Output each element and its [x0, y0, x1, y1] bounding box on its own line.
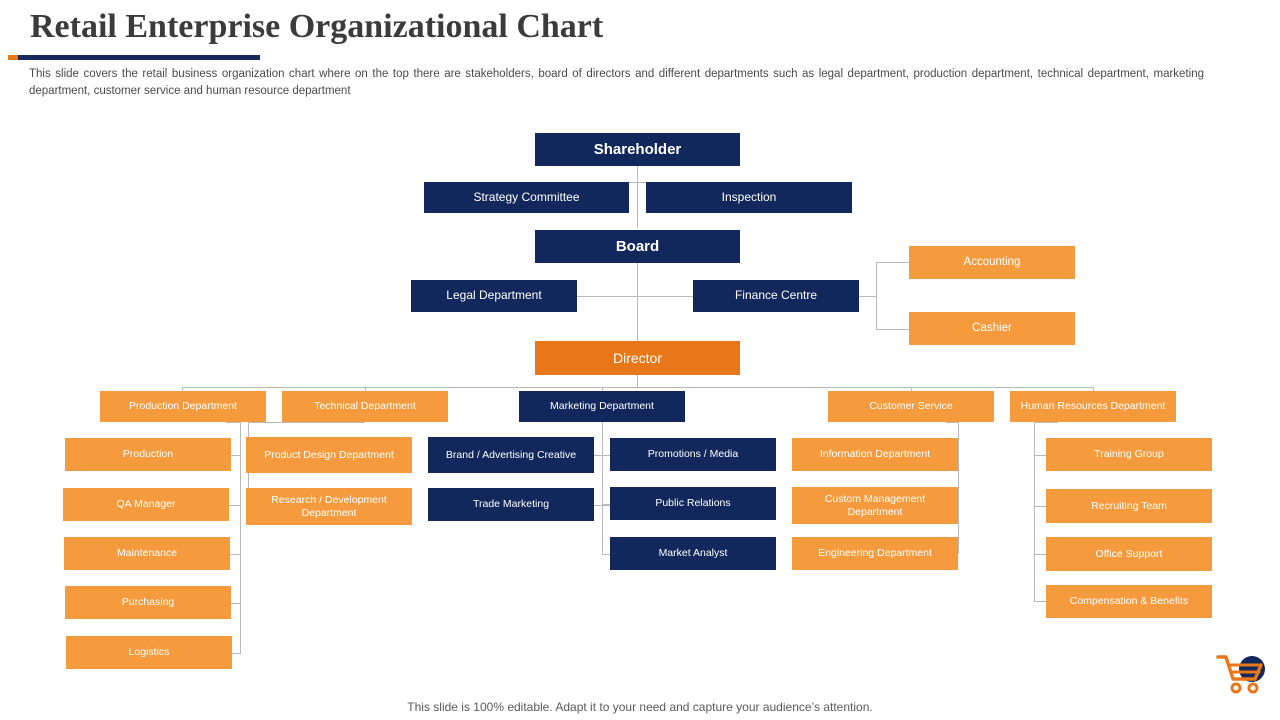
node-trade-marketing[interactable]: Trade Marketing [428, 488, 594, 521]
connector [1093, 387, 1094, 392]
connector [602, 504, 612, 505]
node-director[interactable]: Director [535, 341, 740, 375]
node-market-analyst[interactable]: Market Analyst [610, 537, 776, 570]
connector [858, 296, 876, 297]
shopping-cart-icon [1216, 655, 1265, 694]
connector [494, 296, 777, 297]
node-product-design-department[interactable]: Product Design Department [246, 437, 412, 473]
connector [946, 422, 958, 423]
node-customer-service[interactable]: Customer Service [828, 391, 994, 422]
node-production[interactable]: Production [65, 438, 231, 471]
node-legal-department[interactable]: Legal Department [411, 280, 577, 312]
node-compensation-benefits[interactable]: Compensation & Benefits [1046, 585, 1212, 618]
connector [602, 455, 612, 456]
connector [1034, 422, 1035, 601]
connector [876, 329, 910, 330]
page-title: Retail Enterprise Organizational Chart [30, 8, 604, 45]
node-qa-manager[interactable]: QA Manager [63, 488, 229, 521]
connector [240, 422, 241, 654]
node-research-development-department[interactable]: Research / Development Department [246, 488, 412, 525]
connector [228, 603, 240, 604]
connector [1034, 422, 1058, 423]
connector [182, 387, 183, 392]
connector [1034, 455, 1046, 456]
connector [637, 182, 638, 228]
node-custom-management-department[interactable]: Custom Management Department [792, 487, 958, 524]
connector [637, 375, 638, 387]
node-office-support[interactable]: Office Support [1046, 537, 1212, 571]
connector [228, 554, 240, 555]
connector [637, 263, 638, 341]
connector [1034, 601, 1046, 602]
title-underline [8, 55, 260, 60]
node-purchasing[interactable]: Purchasing [65, 586, 231, 619]
connector [602, 422, 603, 554]
node-brand-advertising-creative[interactable]: Brand / Advertising Creative [428, 437, 594, 473]
connector [182, 387, 1093, 388]
node-board[interactable]: Board [535, 230, 740, 263]
node-engineering-department[interactable]: Engineering Department [792, 537, 958, 570]
node-inspection[interactable]: Inspection [646, 182, 852, 213]
node-information-department[interactable]: Information Department [792, 438, 958, 471]
connector [228, 653, 240, 654]
node-maintenance[interactable]: Maintenance [64, 537, 230, 570]
page-subtitle: This slide covers the retail business or… [29, 68, 1204, 97]
node-public-relations[interactable]: Public Relations [610, 487, 776, 520]
node-accounting[interactable]: Accounting [909, 246, 1075, 279]
node-cashier[interactable]: Cashier [909, 312, 1075, 345]
node-production-department[interactable]: Production Department [100, 391, 266, 422]
connector [228, 455, 240, 456]
connector [602, 387, 603, 392]
connector [226, 422, 240, 423]
node-training-group[interactable]: Training Group [1046, 438, 1212, 471]
node-shareholder[interactable]: Shareholder [535, 133, 740, 166]
connector [228, 505, 240, 506]
connector [248, 422, 365, 423]
title-underline-accent [8, 55, 18, 60]
connector [958, 422, 959, 554]
node-finance-centre[interactable]: Finance Centre [693, 280, 859, 312]
connector [876, 262, 910, 263]
connector [876, 262, 877, 330]
node-recruiting-team[interactable]: Recruiting Team [1046, 489, 1212, 523]
node-strategy-committee[interactable]: Strategy Committee [424, 182, 629, 213]
connector [602, 554, 612, 555]
connector [1034, 506, 1046, 507]
connector [592, 505, 612, 506]
node-logistics[interactable]: Logistics [66, 636, 232, 669]
node-technical-department[interactable]: Technical Department [282, 391, 448, 422]
connector [911, 387, 912, 392]
node-promotions-media[interactable]: Promotions / Media [610, 438, 776, 471]
connector [1034, 554, 1046, 555]
connector [637, 166, 638, 182]
node-marketing-department[interactable]: Marketing Department [519, 391, 685, 422]
footer-note: This slide is 100% editable. Adapt it to… [407, 700, 873, 714]
node-human-resources-department[interactable]: Human Resources Department [1010, 391, 1176, 422]
connector [365, 387, 366, 392]
